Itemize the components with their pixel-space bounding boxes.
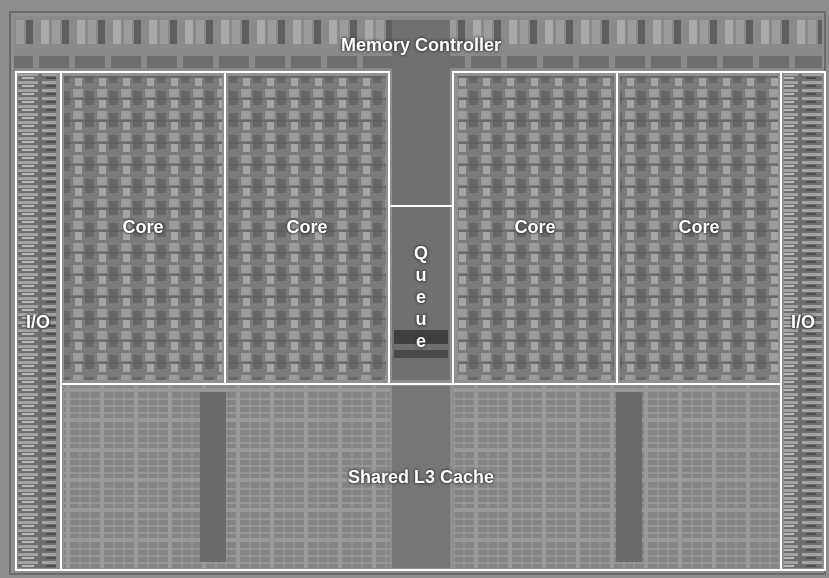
core-3-label: Core: [495, 217, 575, 237]
core-1-label: Core: [103, 217, 183, 237]
io-left-label: I/O: [18, 312, 58, 332]
io-right-label: I/O: [783, 312, 823, 332]
core-2-label: Core: [267, 217, 347, 237]
core-4-label: Core: [659, 217, 739, 237]
queue-label: Queue: [411, 242, 431, 352]
l3-cache-label: Shared L3 Cache: [321, 467, 521, 487]
memory-controller-label: Memory Controller: [321, 35, 521, 55]
